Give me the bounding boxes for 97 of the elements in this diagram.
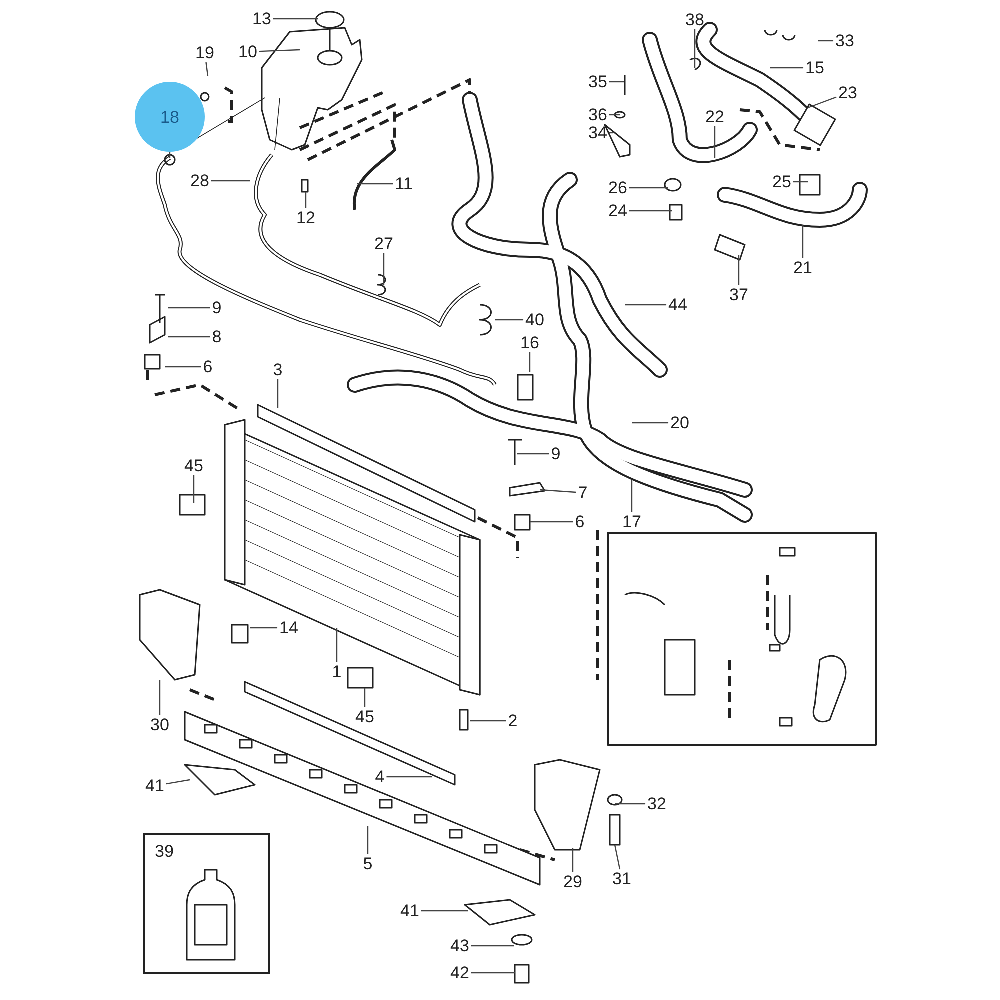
leader-line	[625, 304, 667, 306]
leader-line	[206, 62, 209, 76]
callout-number: 1	[330, 662, 344, 682]
callout-number: 40	[524, 310, 546, 330]
callout-number: 21	[792, 258, 814, 278]
callout-number: 6	[201, 358, 215, 376]
leader-line	[530, 521, 574, 523]
leader-line	[166, 779, 190, 785]
callout-number: 25	[770, 172, 794, 192]
leader-line	[211, 180, 250, 182]
callout-number: 9	[549, 444, 563, 464]
leader-line	[277, 380, 279, 408]
callout-number: 45	[354, 708, 376, 726]
leader-line	[572, 848, 574, 872]
callout-number: 36	[586, 106, 610, 124]
leader-line	[357, 183, 394, 185]
callout-number: 27	[372, 234, 396, 254]
leader-line	[471, 972, 515, 974]
callout-number: 17	[620, 512, 644, 532]
leader-line	[714, 126, 716, 158]
leader-line	[168, 336, 210, 338]
leader-line	[273, 18, 318, 20]
callout-number: 12	[294, 208, 318, 228]
leader-line	[632, 422, 669, 424]
leader-line	[383, 254, 385, 285]
leader-line	[470, 720, 506, 722]
callout-number: 26	[606, 178, 630, 198]
callout-number: 37	[728, 286, 750, 304]
leader-line	[517, 453, 550, 455]
callout-number: 39	[155, 843, 174, 860]
callout-number: 41	[144, 776, 166, 796]
leader-line	[364, 688, 366, 708]
leader-line	[165, 366, 202, 368]
callout-number: 16	[518, 334, 542, 352]
leader-line	[609, 114, 620, 116]
leader-line	[495, 319, 524, 321]
callout-number: 44	[666, 296, 690, 314]
leader-line	[738, 255, 740, 286]
callout-number: 6	[573, 512, 587, 532]
callout-number: 9	[210, 298, 224, 318]
callout-number: 45	[182, 456, 206, 476]
callout-number: 41	[398, 902, 422, 920]
callout-number: 32	[646, 794, 668, 814]
leader-line	[694, 30, 696, 68]
leader-line	[808, 96, 837, 109]
leader-line	[770, 67, 804, 69]
callout-number: 14	[278, 618, 300, 638]
leader-line	[609, 81, 624, 83]
leader-line	[614, 844, 621, 870]
leader-line	[305, 192, 307, 208]
highlighted-callout-number: 18	[135, 82, 205, 152]
callout-number: 13	[250, 10, 274, 28]
callout-number: 34	[586, 124, 610, 142]
callout-number: 43	[448, 936, 472, 956]
callout-number: 42	[448, 964, 472, 982]
callout-number: 10	[236, 42, 260, 62]
leader-line	[540, 489, 576, 494]
leader-line	[818, 40, 834, 42]
leader-line	[629, 210, 672, 212]
inset-frame	[143, 833, 270, 974]
leader-line	[386, 776, 432, 778]
leader-line	[250, 627, 278, 629]
leader-line	[259, 49, 300, 52]
callout-number: 38	[684, 10, 706, 30]
leader-line	[421, 910, 468, 912]
callout-number: 23	[836, 84, 860, 102]
callout-number: 4	[373, 768, 387, 786]
callout-number: 20	[668, 414, 692, 432]
leader-line	[159, 680, 161, 716]
callout-number: 24	[606, 202, 630, 220]
leader-line	[367, 826, 369, 854]
callout-number: 22	[704, 108, 726, 126]
callout-number: 8	[210, 328, 224, 346]
leader-line	[336, 628, 338, 662]
leader-line	[615, 803, 646, 805]
leader-line	[609, 132, 613, 134]
callout-number: 19	[194, 44, 216, 62]
callout-number: 15	[804, 58, 826, 78]
callout-number: 35	[586, 72, 610, 92]
leader-line	[631, 480, 633, 512]
leader-line	[193, 476, 195, 503]
leader-line	[802, 225, 804, 258]
leader-line	[471, 945, 514, 947]
callout-number: 28	[188, 172, 212, 190]
callout-number: 29	[562, 872, 584, 892]
callout-number: 33	[834, 32, 856, 50]
callout-number: 7	[576, 484, 590, 502]
callout-number: 2	[506, 712, 520, 730]
callout-number: 31	[610, 870, 634, 888]
leader-line	[529, 352, 531, 372]
callout-number: 30	[148, 716, 172, 734]
leader-line	[168, 307, 210, 309]
callout-number: 11	[393, 174, 415, 194]
callout-number: 3	[271, 360, 285, 380]
leader-line	[629, 187, 668, 189]
leader-line	[793, 181, 808, 183]
callout-number: 5	[361, 854, 375, 874]
